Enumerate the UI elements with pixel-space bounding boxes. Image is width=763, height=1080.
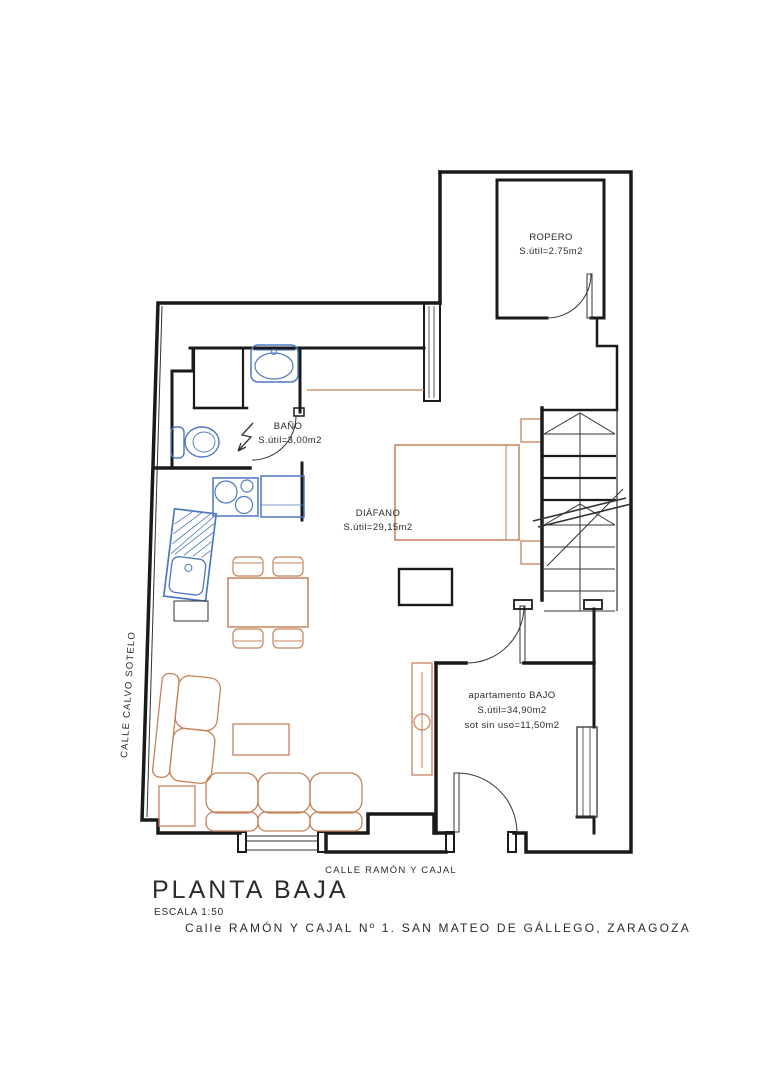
apartamento-label: apartamento BAJO: [468, 690, 555, 701]
bano-area: S.útil=3,00m2: [258, 435, 322, 446]
dining-set: [227, 556, 309, 649]
ropero-room: [495, 178, 619, 410]
sofa-2-seat: [151, 672, 222, 784]
pocket-wall: [423, 302, 441, 402]
washbasin: [250, 344, 299, 383]
exterior-walls: [140, 170, 633, 854]
apartamento-south-door-arc: [456, 772, 518, 834]
ropero-area: S.útil=2.75m2: [519, 246, 583, 257]
nightstand: [520, 418, 543, 443]
chair: [232, 628, 264, 649]
bed: [394, 418, 543, 565]
staircase: [532, 406, 632, 612]
plan-scale: ESCALA 1:50: [154, 907, 224, 918]
apartamento-top-door-leaf: [519, 605, 526, 664]
labels: ROPERO S.útil=2.75m2 BAÑO S.útil=3,00m2 …: [119, 232, 691, 935]
apartamento-area: S.útil=34,90m2: [477, 705, 546, 716]
kitchen-sink: [162, 507, 218, 603]
dining-table: [227, 577, 309, 628]
diafano-area: S.útil=29,15m2: [343, 522, 412, 533]
electric-symbol: [237, 422, 254, 452]
street-left-label: CALLE CALVO SOTELO: [119, 631, 138, 758]
nightstand: [520, 540, 543, 565]
plan-title: PLANTA BAJA: [152, 876, 349, 904]
coffee-table: [232, 723, 290, 756]
diafano-label: DIÁFANO: [356, 508, 401, 519]
side-table: [158, 785, 196, 827]
apartamento-top-door-arc: [466, 605, 525, 664]
sofa-3-seat: [205, 772, 363, 832]
plan-address: Calle RAMÓN Y CAJAL Nº 1. SAN MATEO DE G…: [185, 920, 691, 935]
chair: [232, 556, 264, 577]
chair: [272, 556, 304, 577]
window: [576, 726, 598, 818]
apartamento-walls: [434, 599, 603, 853]
radiator: [411, 662, 433, 776]
ropero-door-leaf: [586, 273, 593, 319]
ropero-label: ROPERO: [529, 232, 573, 243]
apartamento-south-door-leaf: [453, 772, 460, 833]
bano-label: BAÑO: [274, 421, 303, 432]
ropero-door-arc: [546, 273, 592, 319]
shower-tray: [192, 346, 245, 410]
apartamento-extra: sot sin uso=11,50m2: [465, 720, 560, 731]
stove: [212, 477, 259, 517]
stair-direction-line: [546, 488, 624, 567]
hearth-box: [397, 567, 454, 607]
entry-door: [237, 831, 327, 853]
toilet: [170, 426, 220, 459]
kitchen-counter: [260, 475, 305, 518]
interior-walls: [153, 302, 441, 522]
street-bottom-label: CALLE RAMÓN Y CAJAL: [325, 865, 457, 876]
bath-door-arc: [251, 415, 297, 461]
appliance: [173, 600, 209, 622]
chair: [272, 628, 304, 649]
